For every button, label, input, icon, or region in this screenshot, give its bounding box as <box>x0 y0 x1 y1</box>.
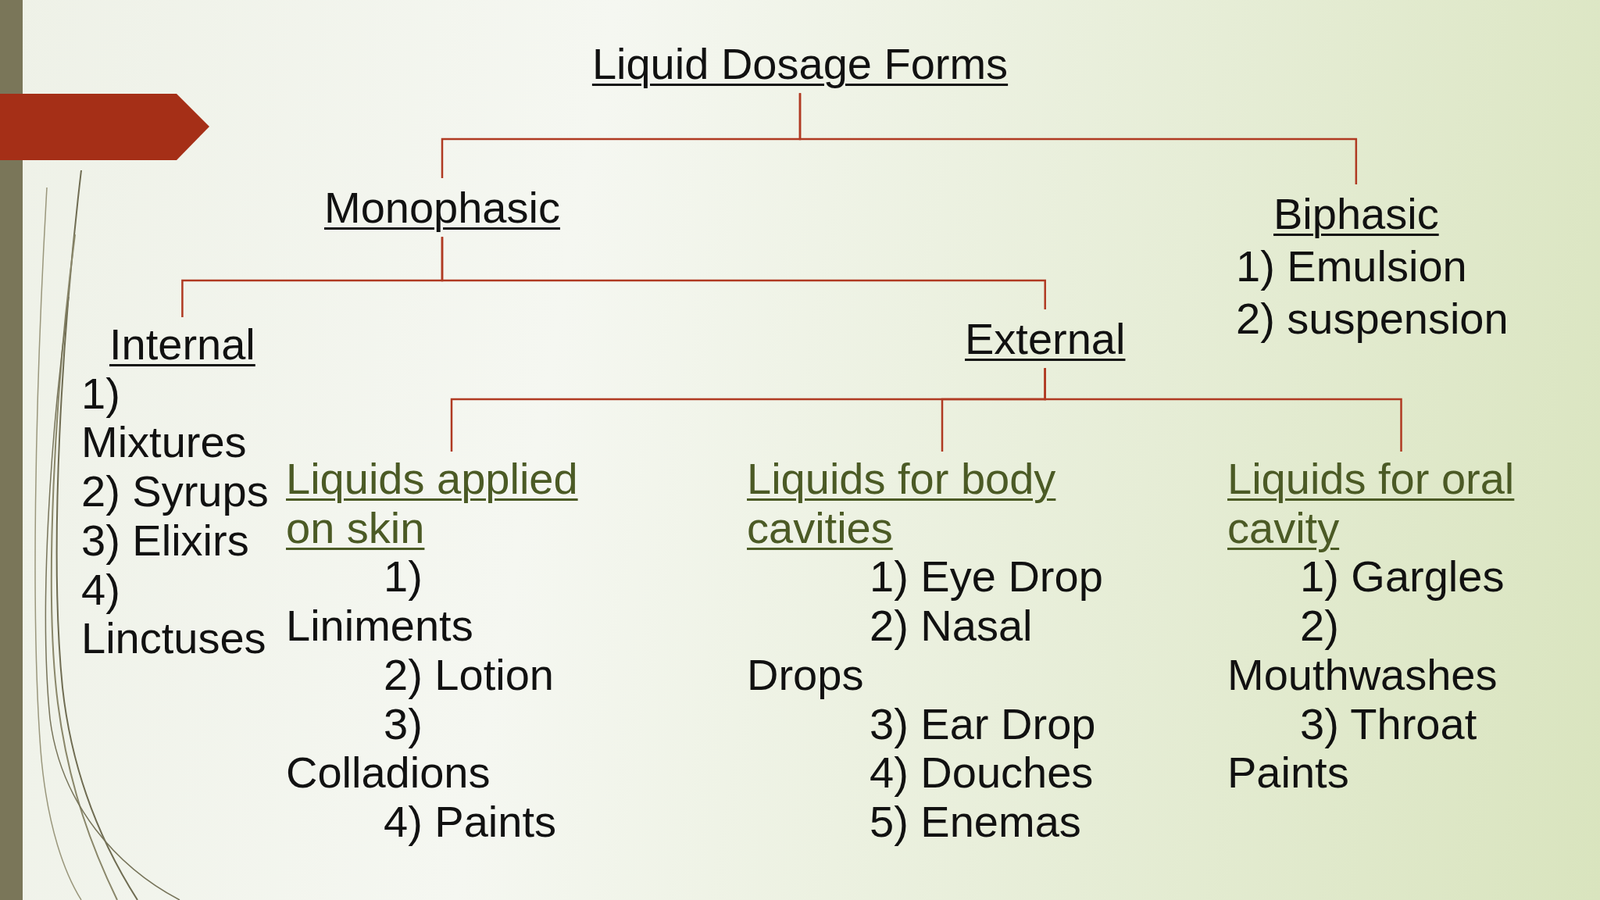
list-item: 4) Paints <box>285 797 618 847</box>
list-item: 5) Enemas <box>746 797 1138 847</box>
list-item: 3) Throat Paints <box>1227 700 1575 798</box>
branch-heading: Monophasic <box>324 181 561 234</box>
list-item: 1) Gargles <box>1227 552 1575 602</box>
category-heading: External <box>964 312 1125 365</box>
tree-connector <box>442 236 1046 310</box>
list-item: 2) Nasal Drops <box>746 601 1138 700</box>
group-heading: Liquids for body cavities <box>746 454 1138 553</box>
branch-node: Monophasic <box>324 181 653 234</box>
category-node: External <box>964 312 1223 365</box>
group-heading: Liquids for oral cavity <box>1227 454 1575 553</box>
group-node: Liquids for body cavities1) Eye Drop2) N… <box>746 454 1138 847</box>
tree-connector <box>442 92 800 179</box>
list-item: 1) Mixtures <box>81 369 282 468</box>
deco-curve <box>35 187 82 900</box>
list-item: 3) Ear Drop <box>746 700 1138 750</box>
group-node: Liquids for oral cavity1) Gargles2) Mout… <box>1227 454 1575 798</box>
list-item: 1) Eye Drop <box>746 552 1138 602</box>
list-item: 2) Lotion <box>285 650 618 700</box>
list-item: 3) Colladions <box>285 700 618 798</box>
list-item: 1) Liniments <box>285 552 618 650</box>
list-item: 4) Linctuses <box>81 565 282 664</box>
list-item: 3) Elixirs <box>81 516 282 566</box>
branch-node: Biphasic1) Emulsion2) suspension <box>1235 187 1580 346</box>
category-heading: Internal <box>109 320 256 370</box>
list-item: 2) suspension <box>1235 292 1580 345</box>
list-item: 1) Emulsion <box>1235 239 1580 293</box>
list-item: 2) Syrups <box>81 467 282 517</box>
tree-connector <box>451 367 1046 452</box>
tree-connector <box>942 367 1046 452</box>
list-item: 4) Douches <box>746 748 1138 798</box>
root-heading: Liquid Dosage Forms <box>592 37 1008 90</box>
title-tab <box>0 93 210 161</box>
group-node: Liquids applied on skin1) Liniments2) Lo… <box>285 454 618 847</box>
branch-heading: Biphasic <box>1273 187 1440 240</box>
tree-connector <box>1045 367 1402 452</box>
list-item: 2) Mouthwashes <box>1227 601 1575 700</box>
category-node: Internal1) Mixtures2) Syrups3) Elixirs4)… <box>81 320 282 664</box>
tree-connector <box>182 236 443 318</box>
root-node: Liquid Dosage Forms <box>234 37 1366 90</box>
tree-connector <box>800 92 1357 185</box>
group-heading: Liquids applied on skin <box>285 454 618 553</box>
